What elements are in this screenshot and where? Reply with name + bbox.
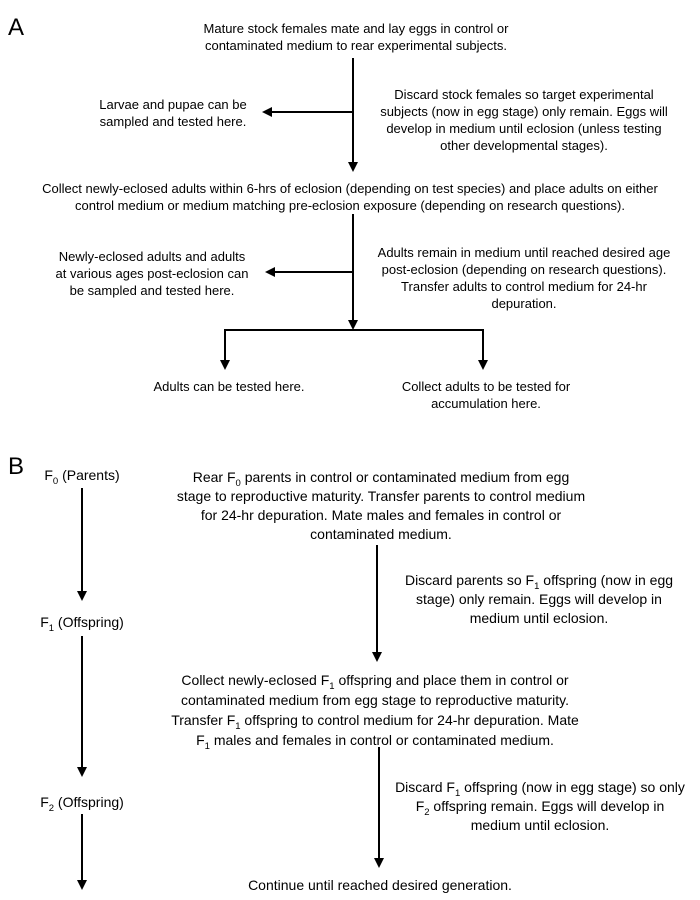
arrow-f0-f1-line — [81, 488, 83, 591]
node-rear-f0-parents: Rear F0 parents in control or contaminat… — [176, 469, 586, 542]
node-collect-f1-offspring: Collect newly-eclosed F1 offspring and p… — [171, 672, 579, 752]
node-collect-newly-eclosed-adults: Collect newly-eclosed adults within 6-hr… — [42, 181, 658, 213]
arrow-b1-line — [376, 545, 378, 652]
arrow-f2-next-down-head — [77, 880, 87, 890]
node-f0-parents: F0 (Parents) — [44, 467, 120, 487]
node-collect-adults-accumulation: Collect adults to be tested for accumula… — [401, 379, 571, 411]
node-discard-parents: Discard parents so F1 offspring (now in … — [404, 572, 674, 626]
node-adults-remain-medium: Adults remain in medium until reached de… — [377, 245, 671, 311]
node-mature-stock-females: Mature stock females mate and lay eggs i… — [203, 21, 509, 53]
arrow-f1-f2-line — [81, 636, 83, 767]
arrow-f2-next-line — [81, 814, 83, 880]
arrow-a-larvae-line — [272, 111, 353, 113]
arrow-a2-line — [352, 214, 354, 320]
node-f1-offspring: F1 (Offspring) — [40, 614, 124, 634]
split-left-drop-line — [224, 329, 226, 360]
arrow-f0-f1-down-head — [77, 591, 87, 601]
arrow-b2-line — [378, 747, 380, 858]
arrow-b2-down-head — [374, 858, 384, 868]
split-left-down-head — [220, 360, 230, 370]
arrow-a1-line — [352, 58, 354, 162]
node-adults-tested-here: Adults can be tested here. — [153, 379, 305, 394]
node-larvae-pupae-sampled: Larvae and pupae can be sampled and test… — [99, 97, 247, 129]
node-newly-eclosed-sampled: Newly-eclosed adults and adults at vario… — [55, 249, 249, 298]
arrow-a-sample-left-head — [265, 267, 275, 277]
panel-b-label: B — [8, 453, 25, 480]
split-right-down-head — [478, 360, 488, 370]
node-f2-offspring: F2 (Offspring) — [40, 794, 124, 814]
arrow-a2-down-head — [348, 320, 358, 330]
arrow-a-larvae-left-head — [262, 107, 272, 117]
split-right-drop-line — [482, 329, 484, 360]
arrow-f1-f2-down-head — [77, 767, 87, 777]
node-continue-generation: Continue until reached desired generatio… — [248, 877, 512, 893]
arrow-a-sample-line — [275, 271, 353, 273]
node-discard-stock-females: Discard stock females so target experime… — [380, 87, 668, 153]
node-discard-f1-offspring: Discard F1 offspring (now in egg stage) … — [395, 779, 685, 833]
panel-a-label: A — [8, 14, 25, 41]
split-bar-line — [224, 329, 484, 331]
arrow-b1-down-head — [372, 652, 382, 662]
arrow-a1-down-head — [348, 162, 358, 172]
